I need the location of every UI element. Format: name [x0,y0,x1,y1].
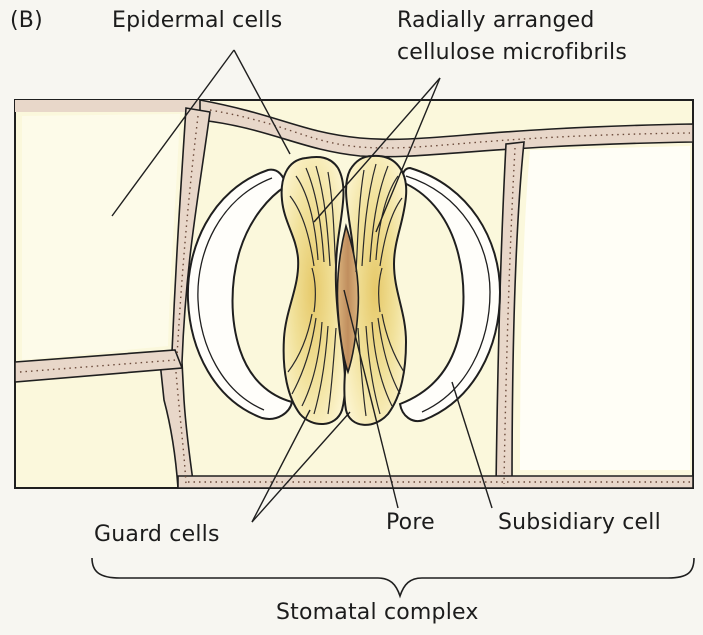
label-epidermal-cells: Epidermal cells [112,8,282,34]
label-guard-cells: Guard cells [94,522,220,548]
stomatal-complex-brace [92,558,694,596]
label-pore: Pore [386,510,435,536]
label-microfibrils-line1: Radially arranged [397,8,595,34]
label-subsidiary-cell: Subsidiary cell [498,510,661,536]
label-microfibrils-line2: cellulose microfibrils [397,40,627,66]
label-stomatal-complex: Stomatal complex [276,600,479,626]
panel-letter: (B) [10,8,43,34]
